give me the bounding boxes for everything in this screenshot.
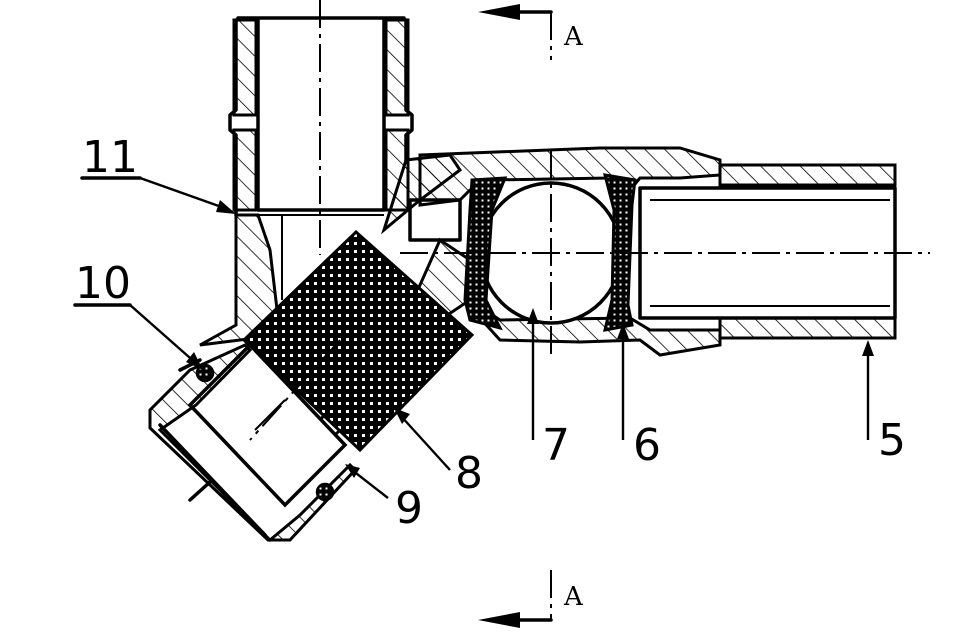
part-number-7: 7: [542, 420, 570, 471]
right-outlet-pipe: [638, 163, 897, 340]
part-number-5: 5: [878, 415, 906, 466]
section-mark-bottom: A: [478, 570, 584, 628]
section-label-bottom: A: [563, 582, 584, 612]
part-number-8: 8: [455, 448, 483, 499]
part-number-10: 10: [75, 258, 131, 309]
section-mark-top: A: [478, 4, 584, 60]
part-number-9: 9: [395, 483, 423, 534]
center-lines: [249, 0, 930, 441]
section-label-top: A: [563, 22, 584, 52]
callout-8: 8: [394, 408, 483, 499]
callout-9: 9: [345, 464, 423, 534]
callout-7: 7: [527, 308, 570, 471]
o-ring-9: [315, 482, 335, 502]
callout-6: 6: [617, 323, 661, 471]
part-number-6: 6: [633, 420, 661, 471]
filter-cap: [148, 342, 358, 543]
part-number-11: 11: [82, 132, 138, 183]
callout-11: 11: [80, 132, 236, 214]
filter-screen: [241, 229, 475, 453]
callout-10: 10: [73, 258, 203, 370]
callout-5: 5: [862, 340, 906, 466]
